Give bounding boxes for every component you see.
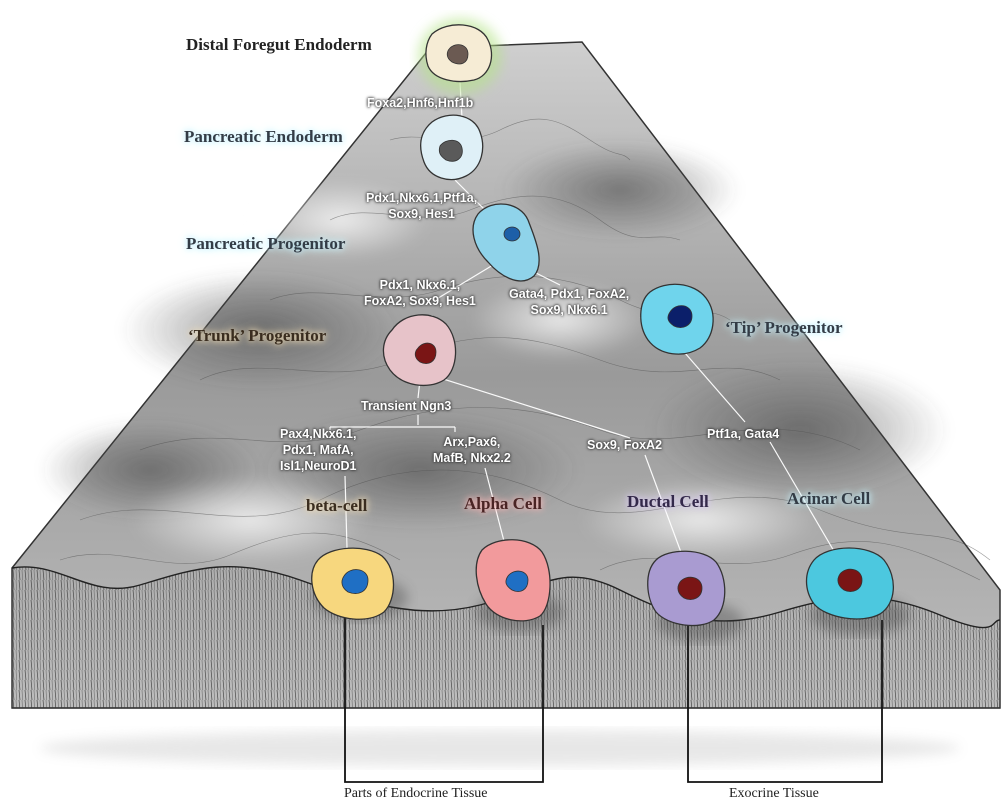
label-pancreatic-endoderm: Pancreatic Endoderm — [184, 127, 343, 147]
markers-progenitor-to-tip: Gata4, Pdx1, FoxA2, Sox9, Nkx6.1 — [509, 286, 629, 318]
markers-to-ductal: Sox9, FoxA2 — [587, 437, 662, 453]
marker-line: FoxA2, Sox9, Hes1 — [364, 293, 476, 309]
label-beta-cell: beta-cell — [306, 496, 367, 516]
cell-tip-progenitor — [641, 284, 713, 354]
marker-line: Sox9, Nkx6.1 — [509, 302, 629, 318]
marker-line: Pdx1, MafA, — [280, 442, 356, 458]
label-trunk-progenitor: ‘Trunk’ Progenitor — [188, 326, 326, 346]
marker-line: Isl1,NeuroD1 — [280, 458, 356, 474]
cell-pancreatic-endoderm — [421, 115, 483, 179]
markers-to-alpha: Arx,Pax6, MafB, Nkx2.2 — [433, 434, 511, 466]
markers-endoderm-to-progenitor: Pdx1,Nkx6.1,Ptf1a, Sox9, Hes1 — [366, 190, 477, 222]
marker-line: Pdx1,Nkx6.1,Ptf1a, — [366, 190, 477, 206]
mountain-landscape — [12, 42, 1000, 766]
marker-line: Foxa2,Hnf6,Hnf1b — [367, 95, 473, 111]
label-exocrine-tissue: Exocrine Tissue — [729, 786, 819, 802]
markers-to-acinar: Ptf1a, Gata4 — [707, 426, 779, 442]
label-endocrine-tissue: Parts of Endocrine Tissue — [344, 786, 488, 802]
marker-line: Arx,Pax6, — [433, 434, 511, 450]
marker-line: Pdx1, Nkx6.1, — [364, 277, 476, 293]
cell-distal-foregut — [418, 18, 502, 94]
marker-line: Sox9, FoxA2 — [587, 437, 662, 453]
marker-line: MafB, Nkx2.2 — [433, 450, 511, 466]
label-pancreatic-progenitor: Pancreatic Progenitor — [186, 234, 345, 254]
marker-line: Sox9, Hes1 — [366, 206, 477, 222]
label-acinar-cell: Acinar Cell — [787, 489, 870, 509]
label-alpha-cell: Alpha Cell — [464, 494, 542, 514]
markers-to-beta: Pax4,Nkx6.1, Pdx1, MafA, Isl1,NeuroD1 — [280, 426, 356, 474]
markers-progenitor-to-trunk: Pdx1, Nkx6.1, FoxA2, Sox9, Hes1 — [364, 277, 476, 309]
marker-line: Pax4,Nkx6.1, — [280, 426, 356, 442]
label-distal-foregut-endoderm: Distal Foregut Endoderm — [186, 35, 372, 55]
marker-line: Transient Ngn3 — [361, 398, 451, 414]
label-ductal-cell: Ductal Cell — [627, 492, 709, 512]
markers-foregut-to-endoderm: Foxa2,Hnf6,Hnf1b — [367, 95, 473, 111]
marker-line: Ptf1a, Gata4 — [707, 426, 779, 442]
markers-trunk-transient: Transient Ngn3 — [361, 398, 451, 414]
marker-line: Gata4, Pdx1, FoxA2, — [509, 286, 629, 302]
label-tip-progenitor: ‘Tip’ Progenitor — [725, 318, 843, 338]
